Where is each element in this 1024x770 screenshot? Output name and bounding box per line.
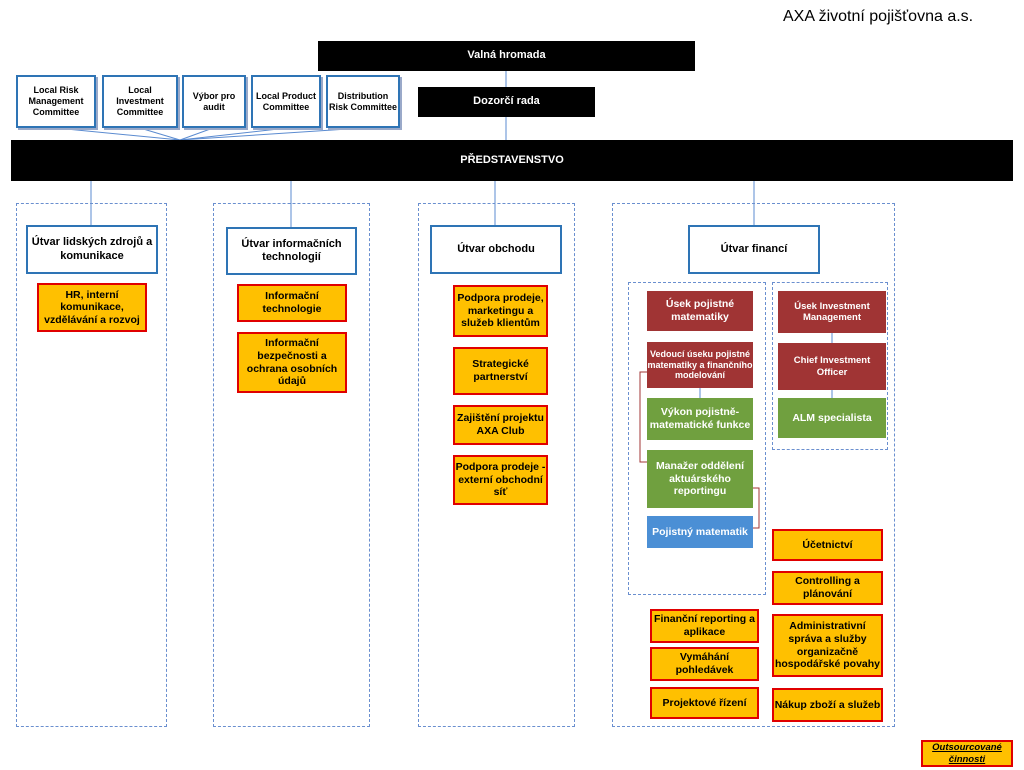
alm-specialist-box: ALM specialista — [778, 398, 886, 438]
board-of-directors-box: PŘEDSTAVENSTVO — [11, 140, 1013, 181]
sales-division-head: Útvar obchodu — [430, 225, 562, 274]
outsourced-unit-box: Strategické partnerství — [453, 347, 548, 395]
outsourced-unit-box: HR, interní komunikace, vzdělávání a roz… — [37, 283, 147, 332]
company-title: AXA životní pojišťovna a.s. — [783, 8, 974, 25]
committee-box: Local Risk Management Committee — [16, 75, 96, 128]
outsourced-unit-box: Nákup zboží a služeb — [772, 688, 883, 722]
finance-division-frame — [612, 203, 895, 727]
outsourced-unit-box: Informační bezpečnosti a ochrana osobníc… — [237, 332, 347, 393]
outsourced-unit-box: Projektové řízení — [650, 687, 759, 719]
committee-box: Local Product Committee — [251, 75, 321, 128]
outsourced-unit-box: Vymáhání pohledávek — [650, 647, 759, 681]
general-meeting-box: Valná hromada — [318, 41, 695, 71]
it-division-frame — [213, 203, 370, 727]
committee-box: Distribution Risk Committee — [326, 75, 400, 128]
outsourced-unit-box: Zajištění projektu AXA Club — [453, 405, 548, 445]
investment-section-frame — [772, 282, 888, 450]
committee-box: Výbor pro audit — [182, 75, 246, 128]
outsourced-unit-box: Controlling a plánování — [772, 571, 883, 605]
hr-division-head: Útvar lidských zdrojů a komunikace — [26, 225, 158, 274]
outsourced-unit-box: Účetnictví — [772, 529, 883, 561]
hr-division-frame — [16, 203, 167, 727]
actuarial-function-box: Výkon pojistně-matematické funkce — [647, 398, 753, 440]
actuarial-section-frame — [628, 282, 766, 595]
investment-section-head: Úsek Investment Management — [778, 291, 886, 333]
outsourced-unit-box: Informační technologie — [237, 284, 347, 322]
outsourced-unit-box: Podpora prodeje, marketingu a služeb kli… — [453, 285, 548, 337]
outsourced-unit-box: Podpora prodeje - externí obchodní síť — [453, 455, 548, 505]
cio-box: Chief Investment Officer — [778, 343, 886, 390]
legend-outsourced: Outsourcované činnosti — [921, 740, 1013, 767]
actuarial-lead-box: Vedoucí úseku pojistné matematiky a fina… — [647, 342, 753, 388]
it-division-head: Útvar informačních technologií — [226, 227, 357, 275]
sales-division-frame — [418, 203, 575, 727]
actuarial-reporting-manager-box: Manažer oddělení aktuárského reportingu — [647, 450, 753, 508]
actuarial-section-head: Úsek pojistné matematiky — [647, 291, 753, 331]
finance-division-head: Útvar financí — [688, 225, 820, 274]
outsourced-unit-box: Administrativní správa a služby organiza… — [772, 614, 883, 677]
actuary-box: Pojistný matematik — [647, 516, 753, 548]
committee-box: Local Investment Committee — [102, 75, 178, 128]
supervisory-board-box: Dozorčí rada — [418, 87, 595, 117]
outsourced-unit-box: Finanční reporting a aplikace — [650, 609, 759, 643]
